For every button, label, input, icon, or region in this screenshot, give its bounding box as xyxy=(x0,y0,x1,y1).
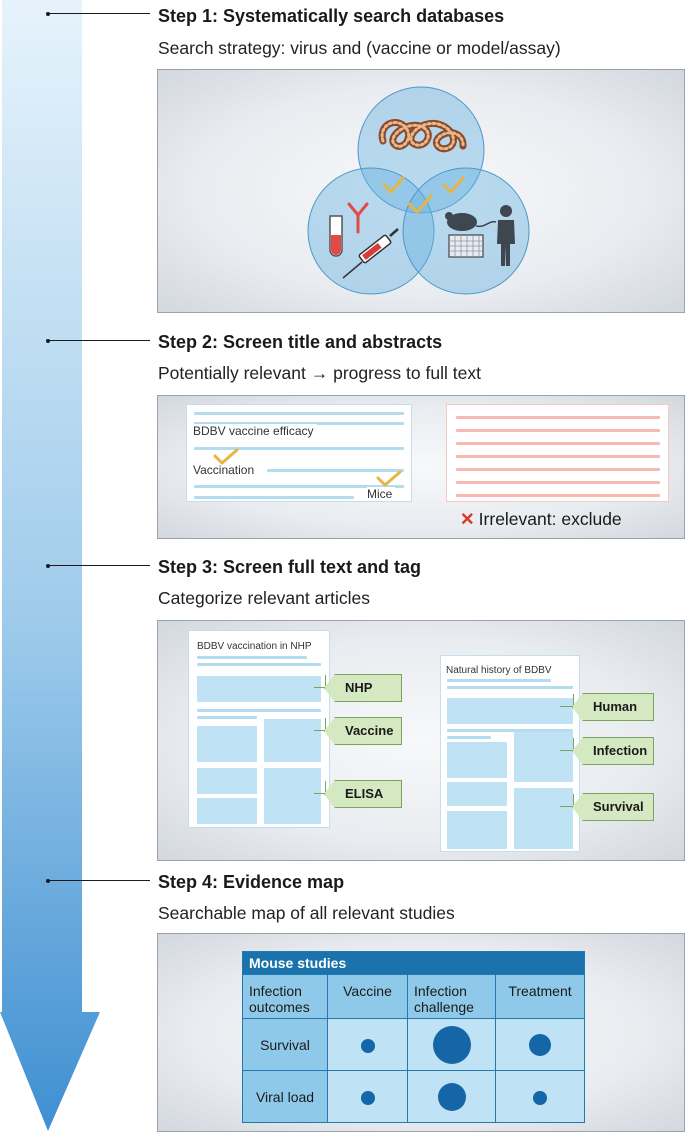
tag-connector xyxy=(314,675,326,688)
step1-title: Step 1: Systematically search databases xyxy=(158,6,505,26)
evidence-dot xyxy=(432,1025,471,1064)
syringe-icon xyxy=(342,228,399,279)
step2-leader-line xyxy=(48,340,150,341)
row-label: Viral load xyxy=(242,1070,328,1123)
full-text-doc-natural-history-title: Natural history of BDBV xyxy=(446,665,552,676)
tag-connector xyxy=(560,694,574,707)
keyword-mice: Mice xyxy=(367,487,396,501)
virus-icon xyxy=(378,119,467,153)
tag-survival: Survival xyxy=(572,793,654,821)
tag-infection: Infection xyxy=(572,737,654,765)
step3-panel: BDBV vaccination in NHP NHP Vaccine ELIS… xyxy=(157,620,685,861)
mouse-icon xyxy=(445,212,497,231)
tag-infection-label: Infection xyxy=(593,743,648,758)
column-header: Vaccine xyxy=(327,974,408,1019)
tag-vaccine: Vaccine xyxy=(324,717,402,745)
checkmark-icon xyxy=(213,448,239,465)
evidence-cell[interactable] xyxy=(407,1018,496,1071)
evidence-cell[interactable] xyxy=(407,1070,496,1123)
tag-connector xyxy=(314,781,326,794)
keyword-vaccination: Vaccination xyxy=(193,463,258,477)
full-text-doc-natural-history: Natural history of BDBV xyxy=(440,655,580,852)
evidence-cell[interactable] xyxy=(327,1018,408,1071)
step2-panel: BDBV vaccine efficacy Vaccination Mice ✕… xyxy=(157,395,685,539)
evidence-map-table: Mouse studies Infection outcomes Vaccine… xyxy=(242,951,585,1123)
tag-elisa: ELISA xyxy=(324,780,402,808)
exclude-label-text: Irrelevant: exclude xyxy=(478,509,622,529)
column-header: Infection challenge xyxy=(407,974,496,1019)
evidence-dot xyxy=(529,1033,551,1056)
step1-marker xyxy=(46,12,50,16)
step1-panel xyxy=(157,69,685,313)
step1-leader-line xyxy=(48,13,150,14)
tag-connector xyxy=(560,794,574,807)
full-text-doc-nhp: BDBV vaccination in NHP xyxy=(188,630,330,828)
evidence-map-title: Mouse studies xyxy=(242,951,585,975)
step3-marker xyxy=(46,564,50,568)
column-header: Treatment xyxy=(495,974,585,1019)
evidence-cell[interactable] xyxy=(495,1070,585,1123)
tag-connector xyxy=(314,718,326,731)
evidence-cell[interactable] xyxy=(327,1070,408,1123)
close-x-icon: ✕ xyxy=(460,509,475,529)
tag-nhp: NHP xyxy=(324,674,402,702)
step4-title: Step 4: Evidence map xyxy=(158,872,345,892)
step3-leader-line xyxy=(48,565,150,566)
row-label: Survival xyxy=(242,1018,328,1071)
checkmark-icon xyxy=(382,176,465,214)
step4-leader-line xyxy=(48,880,150,881)
irrelevant-abstract-doc xyxy=(446,404,669,502)
evidence-dot xyxy=(360,1090,375,1105)
assay-plate-icon xyxy=(448,234,484,258)
step3-subtitle: Categorize relevant articles xyxy=(158,588,371,608)
full-text-doc-nhp-title: BDBV vaccination in NHP xyxy=(197,641,312,652)
tag-survival-label: Survival xyxy=(593,799,644,814)
relevant-abstract-doc: BDBV vaccine efficacy Vaccination Mice xyxy=(186,404,412,502)
step4-subtitle: Searchable map of all relevant studies xyxy=(158,903,455,923)
step2-subtitle: Potentially relevant → progress to full … xyxy=(158,363,481,383)
step2-title: Step 2: Screen title and abstracts xyxy=(158,332,443,352)
tag-human: Human xyxy=(572,693,654,721)
evidence-dot xyxy=(437,1082,466,1111)
step4-panel: Mouse studies Infection outcomes Vaccine… xyxy=(157,933,685,1132)
step1-subtitle: Search strategy: virus and (vaccine or m… xyxy=(158,38,561,58)
antibody-icon xyxy=(347,202,369,234)
column-header: Infection outcomes xyxy=(242,974,328,1019)
step2-marker xyxy=(46,339,50,343)
test-tube-icon xyxy=(329,215,343,257)
abstract-title: BDBV vaccine efficacy xyxy=(193,424,317,438)
step3-title: Step 3: Screen full text and tag xyxy=(158,557,422,577)
tag-nhp-label: NHP xyxy=(345,680,373,695)
human-icon xyxy=(497,205,515,266)
evidence-dot xyxy=(533,1090,547,1105)
step4-marker xyxy=(46,879,50,883)
process-flow-arrow xyxy=(0,0,100,1131)
evidence-cell[interactable] xyxy=(495,1018,585,1071)
evidence-dot xyxy=(360,1038,375,1053)
tag-elisa-label: ELISA xyxy=(345,786,384,801)
exclude-label: ✕Irrelevant: exclude xyxy=(460,509,622,530)
search-venn-diagram xyxy=(307,86,530,295)
checkmark-icon xyxy=(376,470,402,487)
tag-vaccine-label: Vaccine xyxy=(345,723,394,738)
tag-human-label: Human xyxy=(593,699,638,714)
tag-connector xyxy=(560,738,574,751)
